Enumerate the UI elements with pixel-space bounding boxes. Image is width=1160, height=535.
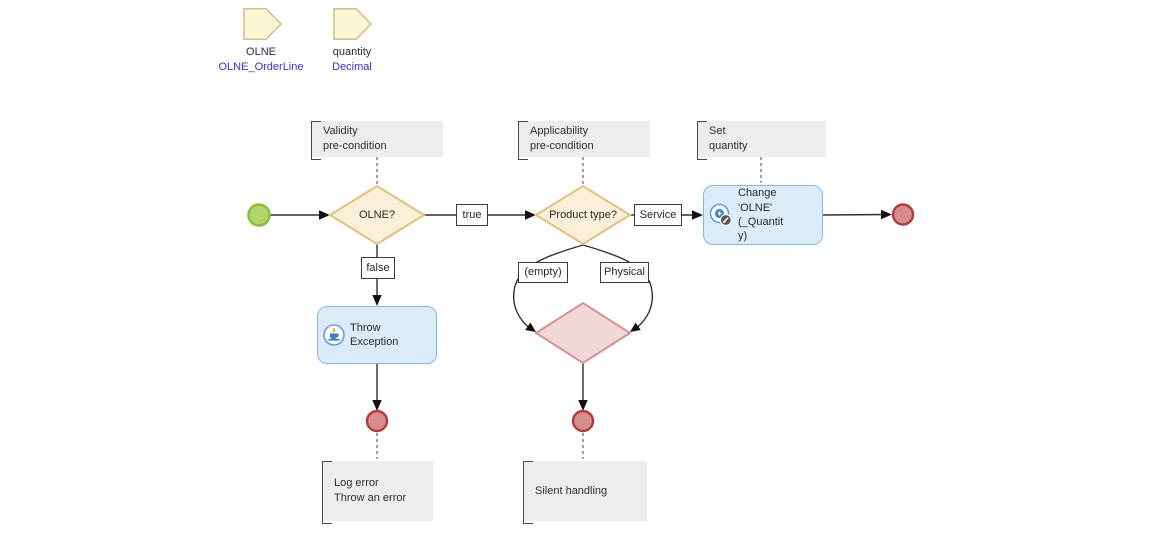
arrowhead [372,400,382,411]
change-object-icon [709,203,732,226]
parameter-olne[interactable]: OLNE OLNE_OrderLine [211,42,311,73]
edge-label-text: Service [639,208,677,221]
edge-label-false[interactable]: false [361,257,395,279]
arrowhead [525,210,536,220]
annotation-set-quantity[interactable]: Set quantity [697,121,826,160]
edge-decision2-empty-to-merge[interactable] [513,244,584,330]
activity-change-object[interactable]: Change 'OLNE' (_Quantit y) [703,185,823,245]
arrowhead [525,322,536,332]
arrowhead [630,322,641,332]
start-event[interactable] [247,203,271,227]
edge-label-text: true [462,208,482,221]
parameter-type: OLNE_OrderLine [218,61,304,73]
arrowhead [881,209,892,220]
parameter-name: OLNE [246,46,276,58]
edge-label-true[interactable]: true [456,204,488,226]
merge-gateway[interactable] [534,301,632,365]
decision-product-type[interactable] [534,184,632,246]
parameter-name: quantity [332,46,372,58]
annotation-text: Set quantity [709,125,748,152]
edge-label-text: (empty) [524,266,562,278]
edge-decision2-physical-to-merge[interactable] [582,244,653,330]
arrowhead [319,210,330,220]
parameter-quantity-icon[interactable] [333,8,373,40]
annotation-text: Applicability pre-condition [530,125,594,152]
arrowhead [372,295,382,306]
activity-caption: Throw Exception [350,321,399,348]
annotation-log-error[interactable]: Log error Throw an error [322,461,433,524]
end-event-main[interactable] [891,203,915,226]
parameter-type: Decimal [332,61,372,73]
activity-throw-exception[interactable]: Throw Exception [317,306,437,364]
end-event-silent[interactable] [571,409,595,433]
parameter-olne-icon[interactable] [243,8,283,40]
end-event-error[interactable] [365,409,389,433]
java-action-icon [323,324,345,346]
annotation-validity[interactable]: Validity pre-condition [311,121,443,160]
activity-caption: Change 'OLNE' (_Quantit y) [738,187,784,243]
decision-olne[interactable] [328,184,426,246]
edge-label-empty[interactable]: (empty) [518,262,568,283]
arrowhead [578,400,588,411]
edge-label-text: Physical [604,266,645,278]
annotation-text: Log error Throw an error [334,477,407,504]
edge-change-to-end[interactable] [822,213,890,216]
edge-label-text: false [366,261,390,274]
arrowhead [692,210,703,220]
annotation-text: Silent handling [535,484,608,497]
edge-label-physical[interactable]: Physical [600,262,649,283]
edge-label-service[interactable]: Service [634,204,682,226]
annotation-applicability[interactable]: Applicability pre-condition [518,121,650,160]
parameter-quantity[interactable]: quantity Decimal [302,42,402,73]
annotation-silent-handling[interactable]: Silent handling [523,461,647,524]
annotation-text: Validity pre-condition [323,125,387,152]
